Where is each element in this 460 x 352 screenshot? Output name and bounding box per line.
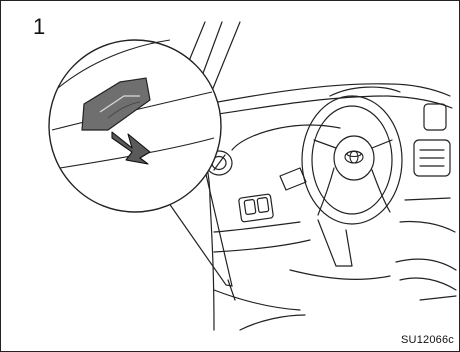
- figure-code: SU12066c: [401, 334, 454, 346]
- step-number: 1: [33, 14, 45, 40]
- toyota-emblem-icon: [345, 151, 363, 163]
- dashboard-drawing: [175, 22, 456, 330]
- magnifier-circle-icon: [49, 40, 221, 212]
